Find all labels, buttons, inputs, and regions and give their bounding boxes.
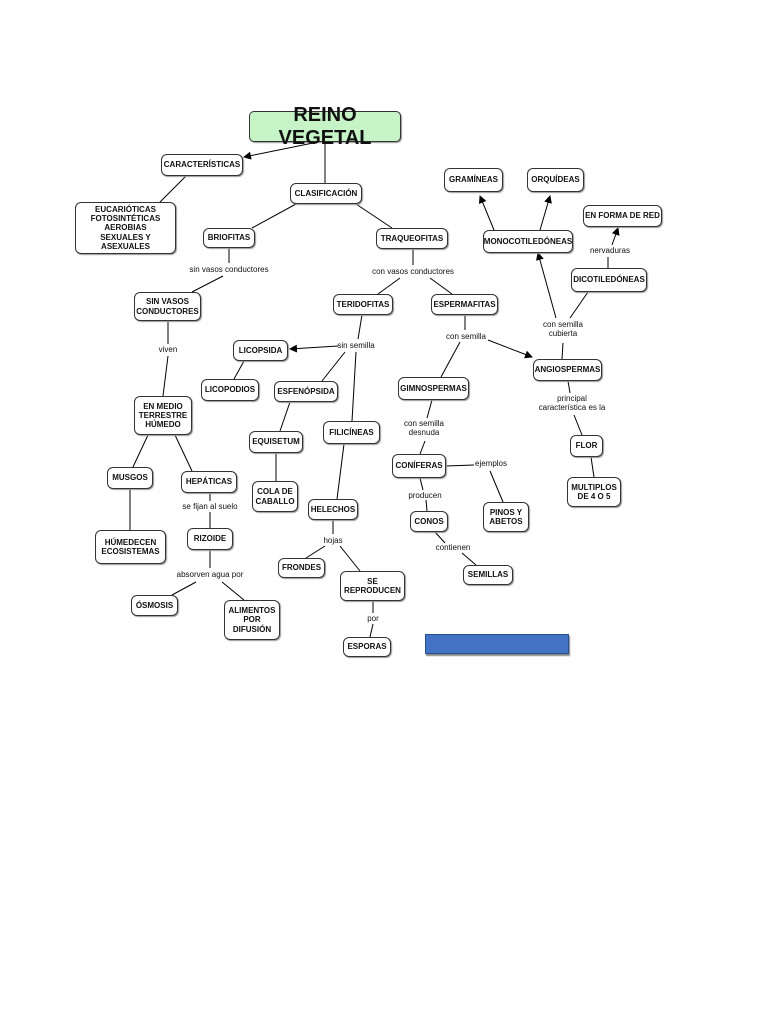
edge-label-teridofitas [377,277,401,295]
edge-hojas-reproducen [339,545,361,572]
edge-monocot-graminea [478,195,495,231]
node-rizoide: RIZOIDE [187,528,233,550]
label-absorven-agua-por: absorven agua por [176,570,244,579]
label-viven: viven [158,345,178,354]
edge-medio-musgos [132,434,149,468]
label-ejemplos: ejemplos [474,459,508,468]
node-osmosis: ÓSMOSIS [131,595,178,616]
edge-sinsemilla-filicineas [351,351,357,422]
edge-nervaduras-red [611,227,620,246]
node-medio-terrestre: EN MEDIO TERRESTRE HÚMEDO [134,396,192,435]
label-principal-caracteristica: principal característica es la [538,394,606,413]
node-frondes: FRONDES [278,558,325,578]
edge-ejemplos-pinos [489,470,504,503]
label-nervaduras: nervaduras [589,246,631,255]
label-por: por [367,614,379,623]
edge-angiospermas-principal [567,380,571,394]
node-alimentos: ALIMENTOS POR DIFUSIÓN [224,600,280,640]
node-coniferas: CONÍFERAS [392,454,446,478]
edge-sinsemilla-licopsida [289,344,339,353]
label-sin-semilla: sin semilla [337,341,375,350]
edge-sinsemilla-esfenopsida [321,351,346,382]
edge-esfenopsida-equisetum [279,401,291,432]
edge-coniferas-producen [419,477,424,491]
edge-reino-caracteristicas [243,141,319,160]
node-caracteristicas: CARACTERÍSTICAS [161,154,243,176]
node-clasificacion: CLASIFICACIÓN [290,183,362,204]
node-semillas: SEMILLAS [463,565,513,585]
edge-medio-hepaticas [174,434,193,472]
edge-consemilla-angiospermas [487,339,533,359]
node-en-forma-de-red: EN FORMA DE RED [583,205,662,227]
edge-hojas-frondes [305,545,326,559]
edge-label-sinvasos [191,275,224,293]
label-se-fijan-al-suelo: se fijan al suelo [182,502,238,511]
label-hojas: hojas [323,536,343,545]
edge-coniferas-ejemplos [445,464,475,467]
node-traqueofitas: TRAQUEOFITAS [376,228,448,249]
edge-consemilla-gimnospermas [440,341,461,378]
edge-label-espermafitas [429,277,453,295]
node-espermafitas: ESPERMAFITAS [431,294,498,315]
label-con-semilla-cubierta: con semilla cubierta [542,320,584,339]
node-flor: FLOR [570,435,603,457]
node-gimnospermas: GIMNOSPERMAS [398,377,469,400]
label-con-semilla: con semilla [445,332,487,341]
edge-angiospermas-cubierta [561,342,564,360]
node-briofitas: BRIOFITAS [203,228,255,248]
edge-contienen-semillas [461,552,477,566]
edge-gimnospermas-desnuda [426,399,433,419]
edge-monocot-orquideas [539,195,552,231]
node-gramineas: GRAMÍNEAS [444,168,503,192]
node-cola-de-caballo: COLA DE CABALLO [252,481,298,512]
edge-clasificacion-traqueofitas [355,203,393,229]
node-se-reproducen: SE REPRODUCEN [340,571,405,601]
node-hepaticas: HEPÁTICAS [181,471,237,493]
edge-desnuda-coniferas [419,440,426,455]
label-producen: producen [408,491,442,500]
node-reino-vegetal: REINO VEGETAL [249,104,401,149]
edge-caracteristicas-eucariotas [159,175,187,203]
node-sin-vasos-conductores: SIN VASOS CONDUCTORES [134,292,201,321]
label-contienen: contienen [435,543,471,552]
node-humedecen: HÚMEDECEN ECOSISTEMAS [95,530,166,564]
edge-por-esporas [369,623,374,638]
edge-cubierta-monocot [536,252,557,319]
edge-principal-flor [573,414,583,436]
edge-absorven-alimentos [221,581,245,601]
node-pinos-y-abetos: PINOS Y ABETOS [483,502,529,532]
label-con-vasos-conductores: con vasos conductores [372,267,454,276]
node-multiplos: MULTIPLOS DE 4 O 5 [567,477,621,507]
node-equisetum: EQUISETUM [249,431,303,453]
node-musgos: MUSGOS [107,467,153,489]
node-eucarioticas: EUCARIÓTICAS FOTOSINTÉTICAS AEROBIAS SEX… [75,202,176,254]
node-orquideas: ORQUÍDEAS [527,168,584,192]
edge-viven-medio [162,355,169,397]
edge-producen-conos [425,499,428,512]
edge-licopsida-licopodios [233,360,245,380]
edge-cubierta-dicot [569,291,589,319]
node-licopodios: LICOPODIOS [201,379,259,401]
node-dicotiledoneas: DICOTILEDÓNEAS [571,268,647,292]
node-angiospermas: ANGIOSPERMAS [533,359,602,381]
node-licopsida: LICOPSIDA [233,340,288,361]
edge-absorven-osmosis [171,581,197,596]
label-sin-vasos-conductores: sin vasos conductores [189,265,269,274]
node-esporas: ESPORAS [343,637,391,657]
node-helechos: HELECHOS [308,499,358,520]
label-con-semilla-desnuda: con semilla desnuda [403,419,445,438]
node-esfenopsida: ESFENÓPSIDA [274,381,338,402]
edge-filicineas-helechos [336,443,345,500]
edge-conos-contienen [434,531,446,544]
blue-rectangle [425,634,569,654]
node-filicineas: FILICÍNEAS [323,421,380,444]
edge-teridofitas-sinsemilla [357,314,363,340]
edge-clasificacion-briofitas [251,203,297,229]
node-monocotiledoneas: MONOCOTILEDÓNEAS [483,230,573,253]
node-teridofitas: TERIDOFITAS [333,294,393,315]
edge-flor-multiplos [590,456,595,478]
node-conos: CONOS [410,511,448,532]
